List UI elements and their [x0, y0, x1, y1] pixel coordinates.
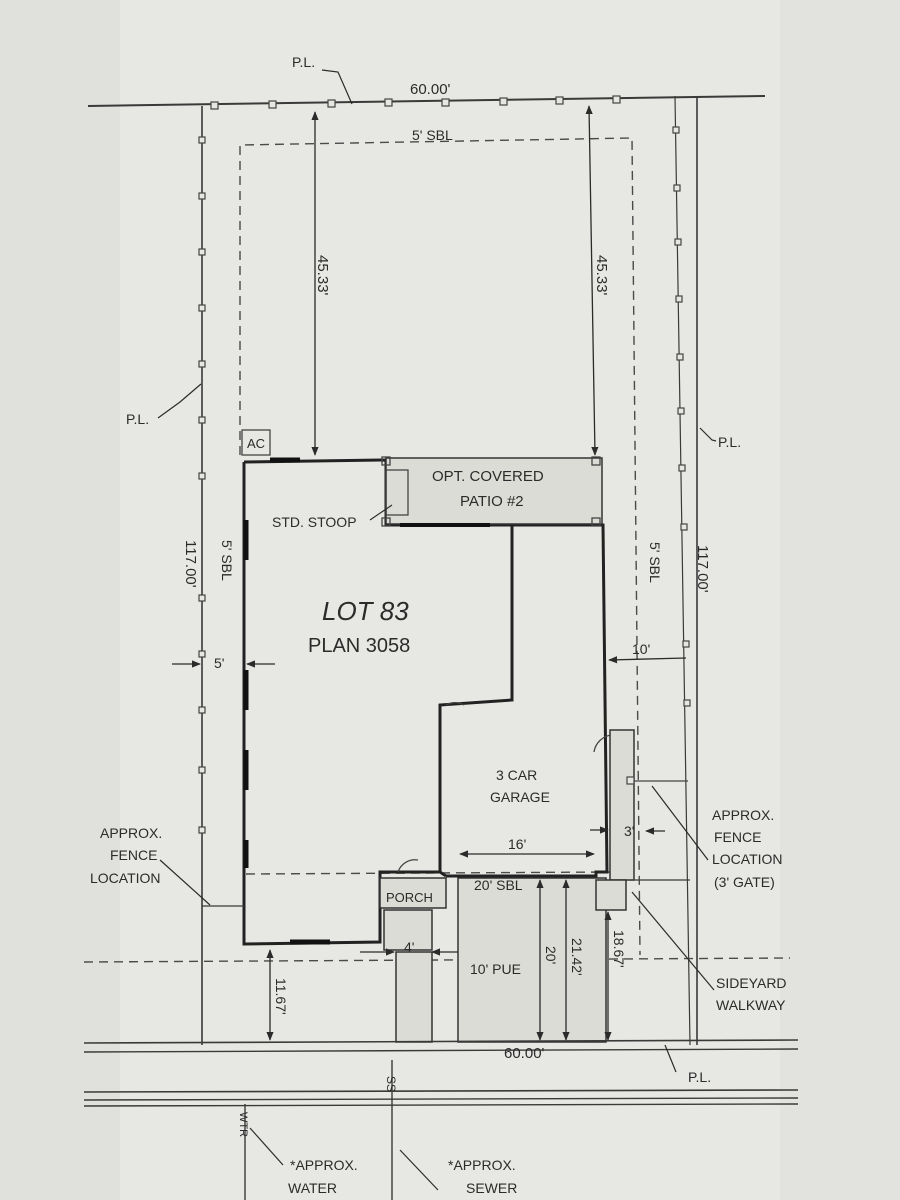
stoop-label: STD. STOOP: [272, 514, 357, 530]
side-sbl-left: 5' SBL: [219, 540, 235, 581]
leader-lines: [157, 69, 717, 1191]
drive-2142-label: 21.42': [569, 938, 585, 976]
side-setback-5: 5': [214, 655, 224, 671]
drive-20-label: 20': [543, 946, 559, 964]
porch: [379, 877, 447, 1043]
front-sbl-label: 20' SBL: [474, 877, 523, 893]
ac-label: AC: [247, 436, 265, 451]
garage-width-label: 16': [508, 836, 526, 852]
fence-right-1: APPROX.: [712, 807, 774, 823]
pl-label-right: P.L.: [718, 434, 741, 450]
gate-gap-label: 3': [624, 823, 634, 839]
fence-right-4: (3' GATE): [714, 874, 775, 890]
front-setback-label: 11.67': [273, 978, 289, 1015]
lot-depth-left: 117.00': [182, 540, 199, 588]
lot-depth-right: 117.00': [694, 545, 711, 593]
patio-label-2: PATIO #2: [460, 493, 524, 510]
fence-left-1: APPROX.: [100, 825, 162, 841]
lot-title: LOT 83: [322, 596, 409, 626]
ss-label: SS: [384, 1076, 398, 1092]
lot-width-top: 60.00': [410, 81, 451, 98]
rear-sbl-label: 5' SBL: [412, 127, 453, 143]
walk-1867-label: 18.67': [611, 930, 627, 968]
property-lines: [87, 95, 766, 1046]
fence-right-2: FENCE: [714, 829, 761, 845]
sewer-label-2: SEWER: [466, 1180, 517, 1196]
fence-left-3: LOCATION: [90, 870, 161, 886]
side-sbl-right: 5' SBL: [647, 542, 663, 583]
rear-setback-right: 45.33': [593, 255, 610, 296]
garage-label-1: 3 CAR: [496, 767, 537, 783]
covered-patio: [381, 456, 603, 527]
pue-label: 10' PUE: [470, 961, 521, 977]
porch-walk-label: 4': [404, 939, 414, 955]
street: [83, 1039, 799, 1200]
fence-left-2: FENCE: [110, 847, 157, 863]
fence-posts: [198, 95, 691, 834]
fence-lines: [202, 879, 690, 907]
sideyard-label-2: WALKWAY: [716, 997, 786, 1013]
rear-setback-left: 45.33': [314, 255, 331, 296]
lot-width-bottom: 60.00': [504, 1045, 545, 1062]
fence-right-3: LOCATION: [712, 851, 783, 867]
pl-label-bottom: P.L.: [688, 1069, 711, 1085]
water-label-2: WATER: [288, 1180, 337, 1196]
garage-label-2: GARAGE: [490, 789, 550, 805]
ac-unit: [241, 429, 271, 456]
dimension-lines: [172, 105, 687, 1041]
pl-label-left: P.L.: [126, 411, 149, 427]
plan-number: PLAN 3058: [308, 635, 410, 657]
sideyard-walkway: [595, 729, 688, 911]
pl-label-top: P.L.: [292, 54, 315, 70]
sewer-label-1: *APPROX.: [448, 1157, 516, 1173]
wtr-label: WTR: [237, 1112, 249, 1137]
driveway: [457, 877, 607, 1043]
patio-label-1: OPT. COVERED: [432, 468, 544, 485]
porch-label: PORCH: [386, 890, 433, 905]
water-label-1: *APPROX.: [290, 1157, 358, 1173]
side-setback-10: 10': [632, 641, 650, 657]
plan-labels: P.L. 60.00' 5' SBL 45.33' 45.33' P.L. P.…: [90, 54, 787, 1196]
sideyard-label-1: SIDEYARD: [716, 975, 787, 991]
